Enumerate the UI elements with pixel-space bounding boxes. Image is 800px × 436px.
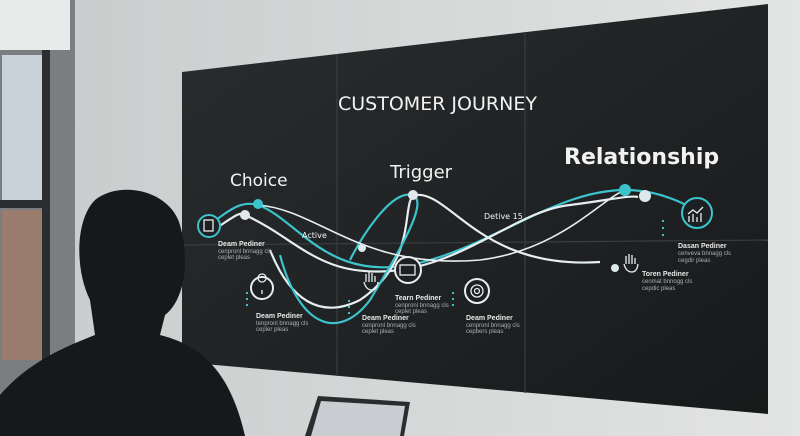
node-label: Tearn Pediner cenpronl bnnagg cls ceplet… <box>395 295 449 315</box>
svg-text:cenmat bnnogg cls: cenmat bnnogg cls <box>642 279 692 285</box>
node-label: Deam Pediner cenpronl bnnagg cls ceplet … <box>218 241 272 261</box>
node-label: Dasan Pediner cenveva bnnagg cls cegdir … <box>678 243 731 264</box>
svg-text:cepdic pleas: cepdic pleas <box>642 286 675 292</box>
node-dot <box>408 190 418 200</box>
curve-nodes <box>240 184 651 272</box>
node-dot <box>253 199 263 209</box>
svg-text:Tearn Pediner: Tearn Pediner <box>395 295 441 302</box>
dot-markers <box>246 220 664 314</box>
svg-text:cepler pleas: cepler pleas <box>256 327 288 333</box>
svg-text:cegdir pleas: cegdir pleas <box>678 258 710 264</box>
hand-touch-icon <box>623 254 639 273</box>
node-dot <box>358 244 366 252</box>
location-pin-icon <box>250 276 274 300</box>
node-dot <box>240 210 250 220</box>
svg-text:ceplet pleas: ceplet pleas <box>218 255 250 261</box>
svg-text:ceplet pleas: ceplet pleas <box>362 329 394 335</box>
svg-text:cenveva bnnagg cls: cenveva bnnagg cls <box>678 251 731 257</box>
clipboard-icon <box>197 214 221 238</box>
svg-text:cepbers pleas: cepbers pleas <box>466 329 503 335</box>
callout-label: Active <box>302 231 327 240</box>
svg-text:cenpronl bnnagg cls: cenpronl bnnagg cls <box>362 323 416 329</box>
card-icon <box>394 256 422 284</box>
svg-text:cenpronl bnnagg cls: cenpronl bnnagg cls <box>395 303 449 309</box>
node-label: Toren Pediner cenmat bnnogg cls cepdic p… <box>642 271 692 292</box>
svg-text:Deam Pediner: Deam Pediner <box>256 313 303 320</box>
svg-text:cenpronl bnnagg cls: cenpronl bnnagg cls <box>218 249 272 255</box>
target-icon <box>464 278 490 304</box>
stage-label: Trigger <box>389 162 453 183</box>
laptop <box>305 396 410 436</box>
stage-label: Relationship <box>564 145 719 170</box>
svg-text:Dasan Pediner: Dasan Pediner <box>678 243 727 250</box>
svg-text:tenpronl bnnagg cls: tenpronl bnnagg cls <box>256 321 308 327</box>
screen-title: CUSTOMER JOURNEY <box>338 93 537 115</box>
svg-text:cenpronl bnnagg cls: cenpronl bnnagg cls <box>466 323 520 329</box>
window <box>0 0 75 436</box>
node-label: Deam Pediner cenpronl bnnagg cls ceplet … <box>362 315 416 335</box>
callout-label: Detive 15 <box>484 212 523 221</box>
svg-text:Deam Pediner: Deam Pediner <box>362 315 409 322</box>
svg-text:Toren Pediner: Toren Pediner <box>642 271 689 278</box>
stage-label: Choice <box>230 171 288 191</box>
svg-text:ceplet pleas: ceplet pleas <box>395 309 427 315</box>
node-label: Deam Pediner tenpronl bnnagg cls cepler … <box>256 313 308 333</box>
svg-text:Deam Pediner: Deam Pediner <box>218 241 265 248</box>
display-wall <box>182 4 768 414</box>
person-silhouette <box>0 189 245 436</box>
svg-text:Deam Pediner: Deam Pediner <box>466 315 513 322</box>
hand-touch-icon <box>363 272 379 291</box>
node-dot <box>639 190 651 202</box>
node-dot <box>619 184 631 196</box>
node-label: Deam Pediner cenpronl bnnagg cls cepbers… <box>466 315 520 335</box>
node-dot <box>611 264 619 272</box>
